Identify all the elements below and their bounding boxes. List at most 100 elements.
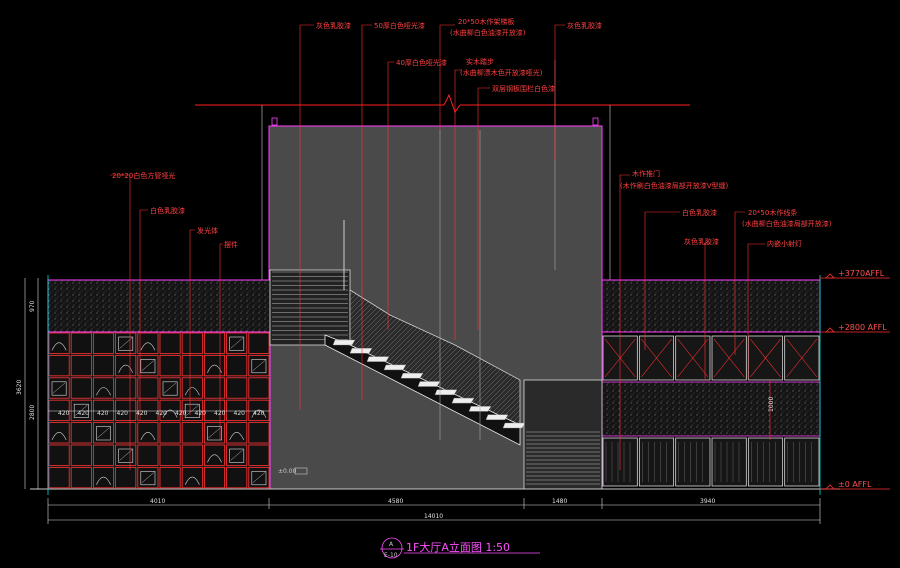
shelf-cell (181, 444, 203, 466)
shelf-cell (248, 332, 270, 354)
note-wood-ladder-sub: (水曲柳白色油漆开放漆) (450, 28, 526, 37)
note-white-matte-40: 40厚白色哑光漆 (396, 58, 447, 67)
shelf-cell (115, 354, 137, 377)
note-wood-tread: 实木踏步 (466, 57, 494, 66)
door-panel (638, 437, 675, 487)
shelf-cell (137, 422, 159, 444)
note-gray-paint-1: 灰色乳胶漆 (316, 21, 351, 30)
left-wall-upper (47, 279, 271, 333)
shelf-cell (226, 399, 248, 422)
shelf-cell (203, 399, 225, 422)
shelf-cell (48, 466, 70, 489)
door-panel (711, 437, 747, 487)
shelf-cell (93, 466, 115, 489)
svg-text:420: 420 (58, 410, 70, 417)
right-wall-upper (601, 279, 821, 333)
shelf-cell (159, 466, 181, 489)
shelf-cell (226, 466, 248, 489)
svg-text:420: 420 (156, 410, 168, 417)
svg-text:4010: 4010 (150, 498, 165, 505)
level-top: +3770AFFL (838, 269, 885, 278)
svg-text:420: 420 (253, 410, 265, 417)
left-dimensions: 970 2800 3620 (16, 278, 39, 489)
shelf-cell (48, 332, 70, 354)
shelf-cell (70, 444, 92, 466)
bottom-dimensions: 4010 4580 1480 3940 14010 (47, 498, 821, 524)
shelf-cell (181, 422, 203, 444)
svg-text:3940: 3940 (700, 498, 715, 505)
svg-text:420: 420 (78, 410, 90, 417)
svg-text:420: 420 (97, 410, 109, 417)
door-panel (675, 437, 711, 487)
shelf-cell (159, 422, 181, 444)
svg-text:420: 420 (234, 410, 246, 417)
svg-text:420: 420 (175, 410, 187, 417)
shelf-cell (181, 332, 203, 354)
shelf-cell (159, 354, 181, 377)
title-text: 1F大厅A立面图 1:50 (406, 540, 510, 554)
note-sliding-door: 木作推门 (632, 169, 660, 178)
shelf-cell (115, 422, 137, 444)
note-wood-strip: 20*50木作线条 (748, 208, 797, 217)
shelf-cell (48, 444, 70, 466)
door-panel (784, 437, 820, 487)
shelf-cell (93, 332, 115, 354)
shelf-cell (70, 332, 92, 354)
shelf-cell (93, 377, 115, 399)
svg-text:420: 420 (214, 410, 226, 417)
shelf-cell (93, 354, 115, 377)
note-wood-strip-sub: (水曲柳白色油漆局部开放漆) (742, 219, 832, 228)
shelf-cell (181, 377, 203, 399)
shelf-cell (203, 354, 225, 377)
shelf-cell (115, 399, 137, 422)
note-square-tube: 20*20白色方管哑光 (112, 171, 175, 180)
level-tag: ±0.00 (278, 468, 297, 475)
note-white-matte-50: 50厚白色哑光漆 (374, 21, 425, 30)
shelf-cell (115, 466, 137, 489)
note-wood-tread-sub: (水曲柳漂木色开放漆哑光) (460, 68, 543, 77)
shelf-cell (248, 377, 270, 399)
note-light-body: 发光体 (197, 226, 218, 235)
stair-lower-landing (523, 379, 603, 490)
shelf-cell (93, 399, 115, 422)
shelf-cell (70, 422, 92, 444)
level-mid: +2800 AFFL (838, 323, 887, 332)
note-steel-rail: 双层钢板围栏白色漆 (492, 84, 555, 93)
note-spotlight: 内嵌小射灯 (767, 239, 802, 248)
note-sliding-door-sub: (木作刷白色油漆局部开放漆V型缝) (620, 181, 729, 190)
shelf-cell (115, 377, 137, 399)
level-markers: +3770AFFL +2800 AFFL ±0 AFFL (820, 269, 890, 490)
shelf-cell (48, 354, 70, 377)
svg-text:420: 420 (117, 410, 129, 417)
drawing-title: A E-10 1F大厅A立面图 1:50 (380, 537, 540, 559)
note-white-paint-right: 白色乳胶漆 (682, 208, 717, 217)
shelf-cell (203, 444, 225, 466)
shelf-cell (159, 332, 181, 354)
shelf-cell (48, 399, 70, 422)
svg-text:A: A (389, 541, 394, 548)
shelf-cell (159, 444, 181, 466)
svg-text:1480: 1480 (552, 498, 567, 505)
shelf-cell (137, 444, 159, 466)
shelf-cell (226, 354, 248, 377)
svg-text:420: 420 (136, 410, 148, 417)
svg-text:3620: 3620 (16, 380, 23, 395)
shelf-cell (181, 466, 203, 489)
shelf-cell (70, 466, 92, 489)
shelf-cell (248, 444, 270, 466)
shelf-cell (159, 399, 181, 422)
svg-text:4580: 4580 (388, 498, 403, 505)
svg-text:14010: 14010 (424, 513, 443, 520)
note-wood-ladder: 20*50木作架梯板 (458, 17, 514, 26)
shelf-cell (203, 466, 225, 489)
shelf-cell (137, 399, 159, 422)
shelf-grid (48, 332, 270, 489)
door-panel (747, 437, 784, 487)
note-ornament: 摆件 (224, 240, 238, 249)
svg-text:970: 970 (29, 300, 36, 312)
shelf-cell (70, 377, 92, 399)
svg-text:E-10: E-10 (384, 552, 398, 559)
shelf-cell (203, 332, 225, 354)
svg-text:2800: 2800 (29, 405, 36, 420)
